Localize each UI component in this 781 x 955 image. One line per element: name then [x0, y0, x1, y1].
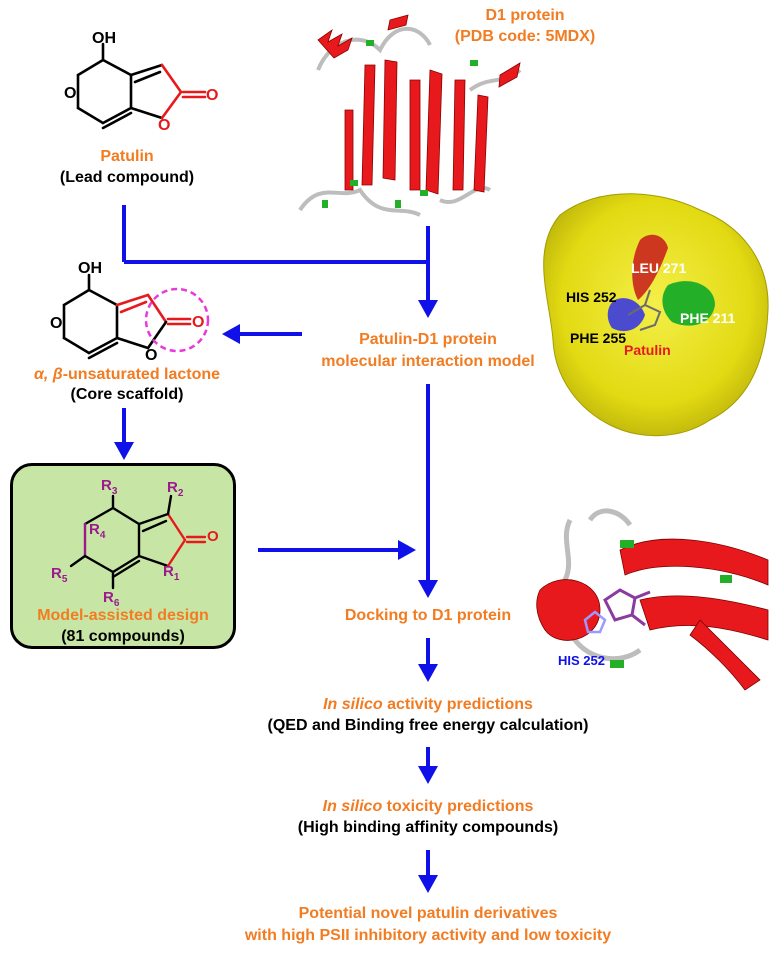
scaffold-name: α, β-unsaturated lactone	[12, 365, 242, 384]
residue-leu271: LEU 271	[631, 260, 687, 276]
patulin-structure	[76, 42, 207, 130]
surface-binding-model	[543, 193, 769, 437]
r1-label: R1	[163, 563, 180, 583]
scaffold-carbonyl-o-label: O	[192, 314, 204, 331]
r5-label: R5	[51, 565, 68, 585]
reactive-site-highlight	[144, 287, 210, 353]
scaffold-ring-o-label: O	[50, 315, 62, 332]
interaction-model-line1: Patulin-D1 protein	[359, 331, 497, 348]
design-title: Model-assisted design	[37, 607, 209, 624]
docking-residue-his252: HIS 252	[558, 653, 605, 668]
residue-phe211: PHE 211	[680, 310, 736, 326]
lead-compound-name: Patulin	[100, 148, 154, 165]
scaffold-oh-label: OH	[78, 260, 102, 277]
activity-italic: In silico	[323, 696, 383, 713]
scaffold-name-rest: -unsaturated lactone	[62, 366, 221, 383]
carbonyl-o-label: O	[207, 528, 219, 545]
residue-phe255: PHE 255	[570, 330, 627, 346]
flow-arrows	[114, 205, 438, 893]
result-line1: Potential novel patulin derivatives	[298, 905, 558, 922]
design-count: (81 compounds)	[61, 628, 185, 645]
ligand-patulin-label: Patulin	[624, 342, 671, 358]
activity-detail: (QED and Binding free energy calculation…	[267, 717, 589, 734]
r3-label: R3	[101, 477, 118, 497]
toxicity-italic: In silico	[322, 798, 383, 815]
activity-title: In silico activity predictions	[258, 695, 598, 714]
scaffold-structure	[62, 273, 192, 360]
patulin-ring-o-label: O	[64, 85, 76, 102]
d1-protein-ribbon	[298, 14, 522, 217]
patulin-lactone-o-label: O	[158, 117, 170, 134]
patulin-oh-label: OH	[92, 30, 116, 47]
toxicity-title: In silico toxicity predictions	[258, 797, 598, 816]
scaffold-role: (Core scaffold)	[70, 386, 184, 403]
residue-his252: HIS 252	[566, 289, 617, 305]
protein-pdb-code: (PDB code: 5MDX)	[454, 28, 596, 45]
r4-label: R4	[89, 521, 106, 541]
scaffold-name-greek: α, β	[33, 366, 63, 383]
scaffold-lactone-o-label: O	[145, 347, 157, 364]
toxicity-detail: (High binding affinity compounds)	[297, 819, 559, 836]
model-assisted-design-box: R3 R2 R4 O R1 R5 R6 Model-assisted desig…	[10, 463, 236, 649]
docking-label: Docking to D1 protein	[344, 607, 512, 624]
toxicity-rest: toxicity predictions	[382, 798, 534, 815]
interaction-model-line2: molecular interaction model	[321, 353, 535, 370]
r6-label: R6	[103, 589, 120, 609]
result-line2: with high PSII inhibitory activity and l…	[244, 927, 612, 944]
docking-complex-ribbon	[536, 508, 769, 691]
general-structure	[69, 494, 207, 590]
r2-label: R2	[167, 479, 184, 499]
protein-title: D1 protein	[485, 7, 565, 24]
lead-compound-role: (Lead compound)	[59, 169, 195, 186]
activity-rest: activity predictions	[382, 696, 533, 713]
patulin-carbonyl-o-label: O	[206, 87, 218, 104]
